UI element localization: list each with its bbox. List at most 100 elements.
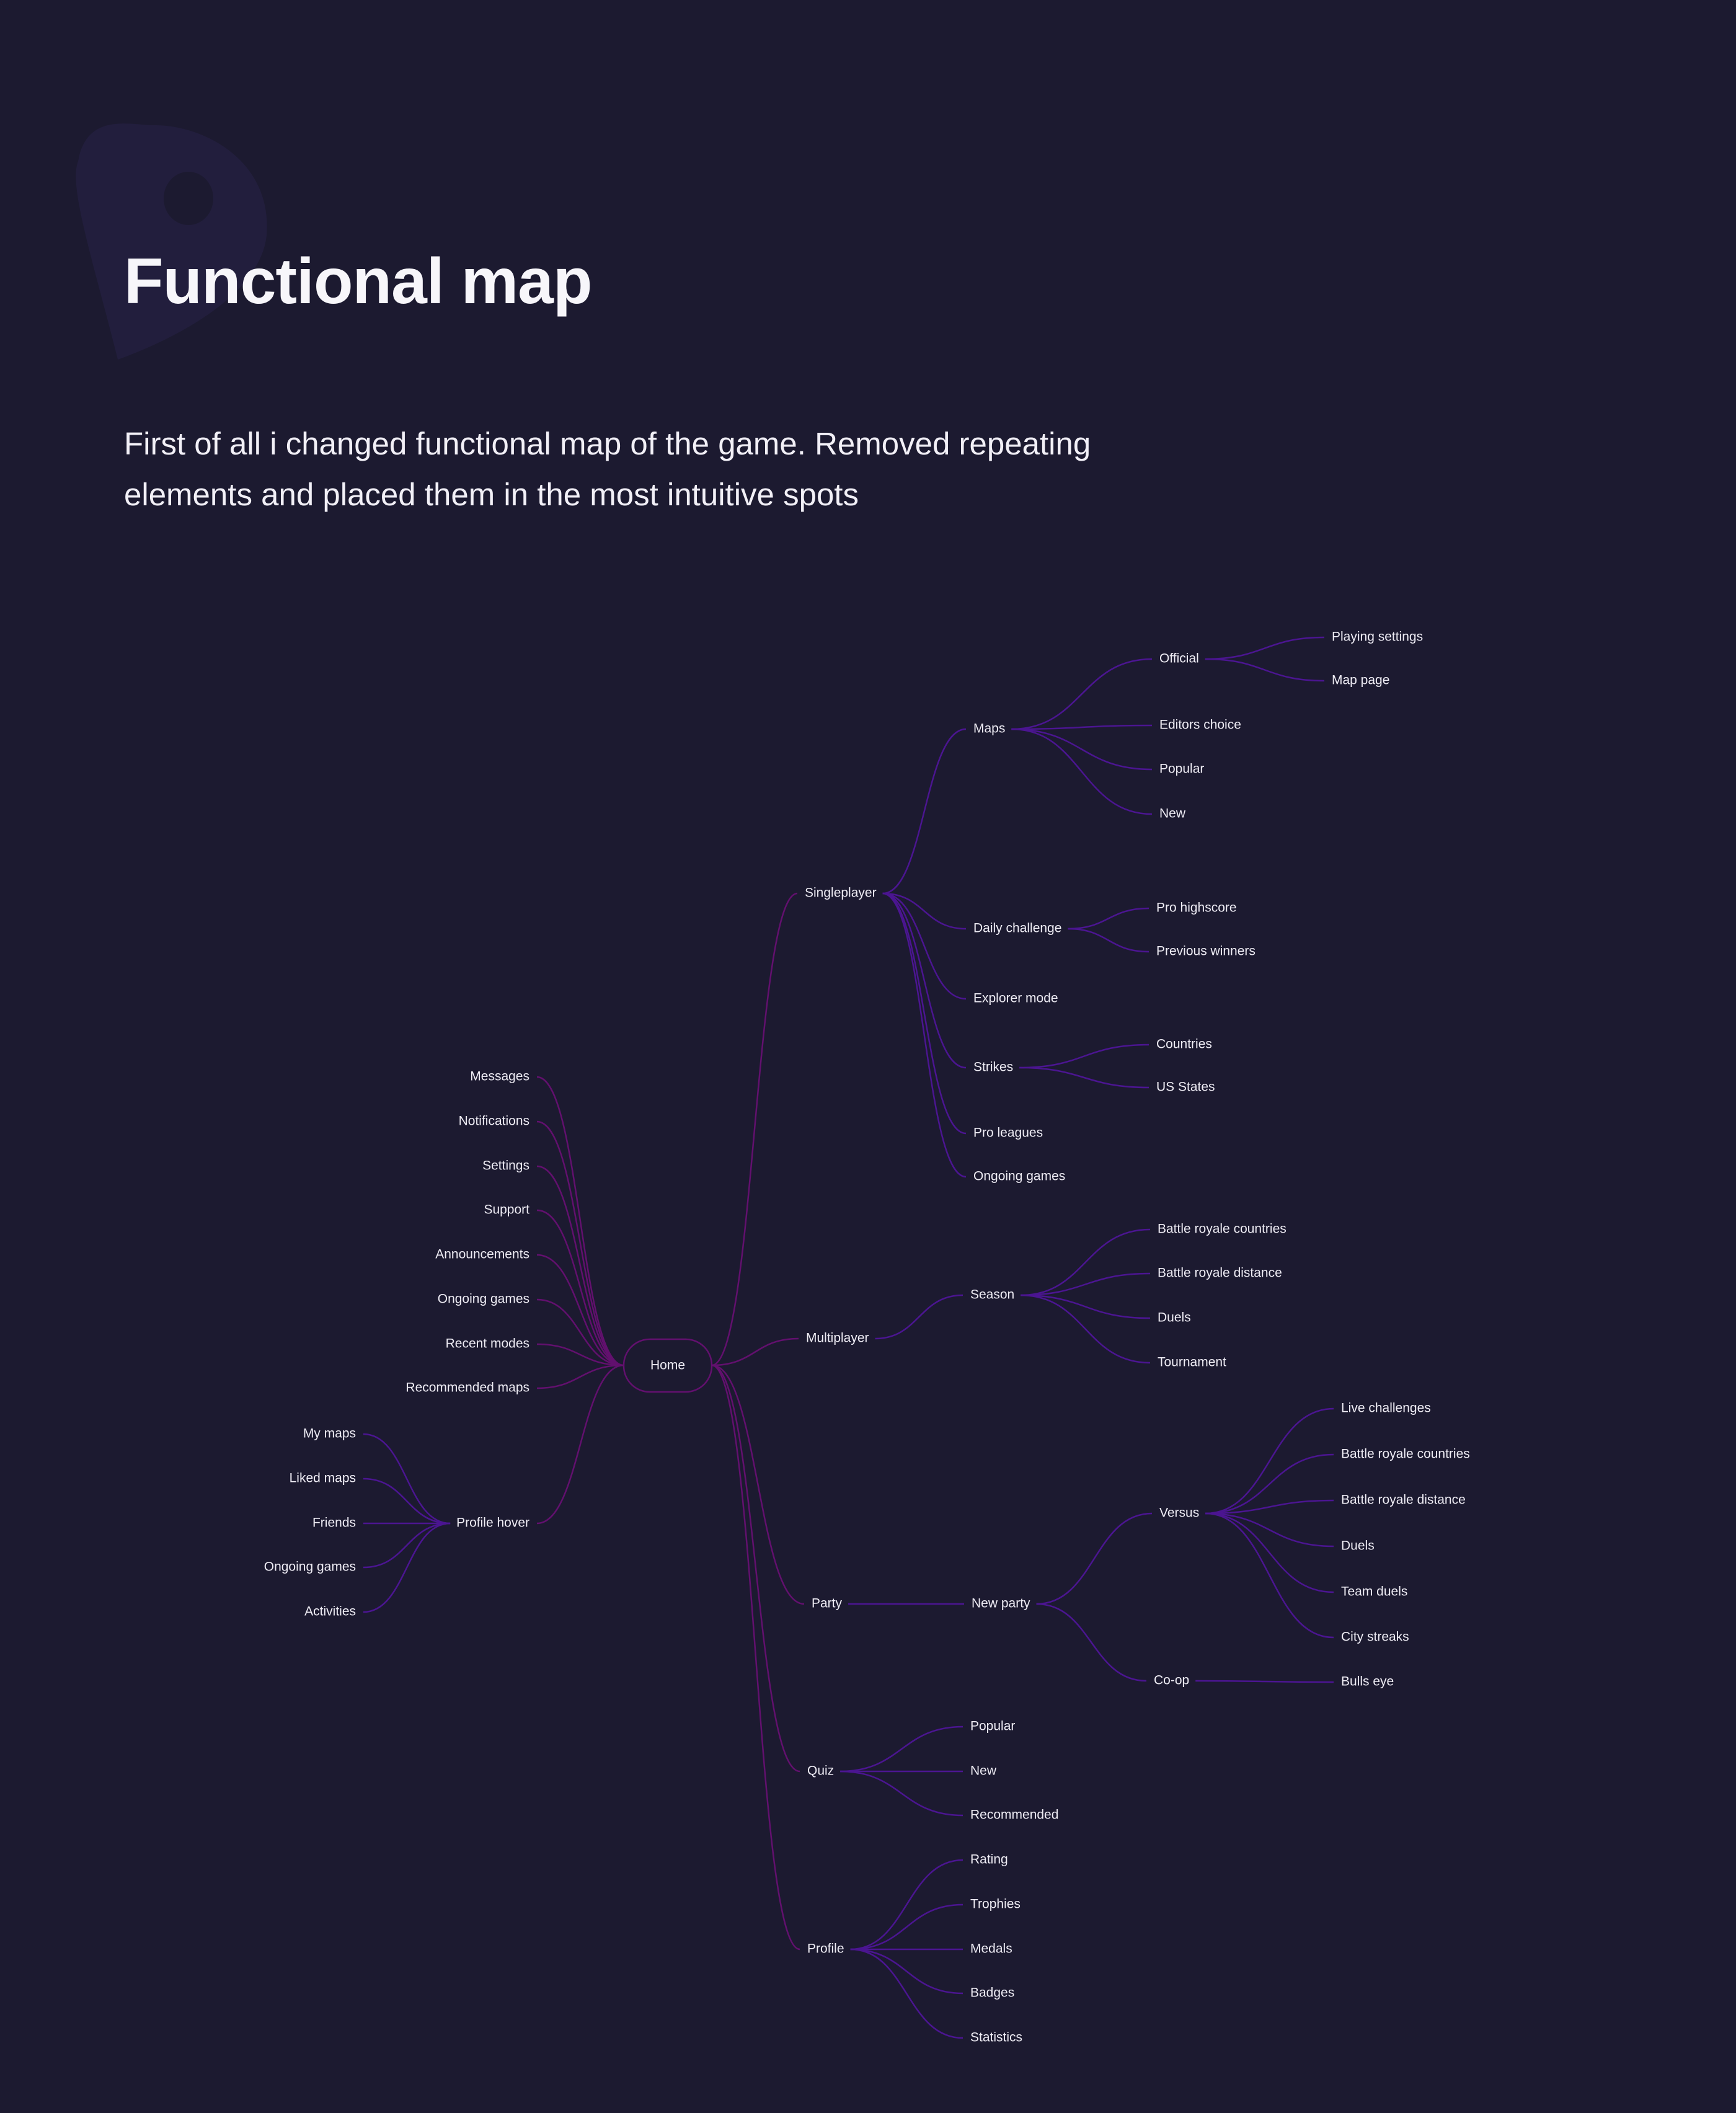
edge — [850, 1903, 963, 1951]
node-co-op[interactable]: Co-op — [1154, 1673, 1189, 1688]
edge — [1068, 907, 1149, 930]
edge — [536, 1209, 624, 1367]
node-new-party[interactable]: New party — [972, 1597, 1030, 1611]
edge — [840, 1770, 963, 1817]
map-pin-icon — [76, 123, 267, 360]
node-recommended[interactable]: Recommended — [970, 1808, 1058, 1822]
node-party[interactable]: Party — [812, 1597, 843, 1611]
node-strikes[interactable]: Strikes — [973, 1060, 1013, 1074]
edge — [711, 892, 798, 1367]
node-editors-choice[interactable]: Editors choice — [1159, 718, 1241, 732]
node-previous-winners[interactable]: Previous winners — [1156, 944, 1256, 959]
node-quiz[interactable]: Quiz — [807, 1764, 834, 1778]
node-activities[interactable]: Activities — [304, 1605, 356, 1619]
node-season[interactable]: Season — [970, 1288, 1014, 1302]
node-my-maps[interactable]: My maps — [303, 1427, 356, 1441]
node-profile-hover[interactable]: Profile hover — [456, 1516, 529, 1530]
node-home[interactable]: Home — [650, 1358, 685, 1373]
node-maps[interactable]: Maps — [973, 722, 1005, 736]
edge — [1205, 1453, 1334, 1515]
node-battle-royale-countries[interactable]: Battle royale countries — [1158, 1222, 1286, 1236]
node-liked-maps[interactable]: Liked maps — [290, 1471, 356, 1486]
node-battle-royale-countries[interactable]: Battle royale countries — [1341, 1447, 1470, 1461]
node-friends[interactable]: Friends — [312, 1516, 356, 1530]
node-explorer-mode[interactable]: Explorer mode — [973, 991, 1058, 1006]
node-recent-modes[interactable]: Recent modes — [446, 1337, 529, 1351]
edge — [875, 1294, 963, 1340]
node-duels[interactable]: Duels — [1341, 1539, 1375, 1553]
node-profile[interactable]: Profile — [807, 1942, 844, 1956]
node-new[interactable]: New — [970, 1764, 997, 1778]
edge — [882, 892, 967, 1069]
edge — [1205, 1512, 1334, 1593]
node-recommended-maps[interactable]: Recommended maps — [405, 1381, 529, 1395]
page-title: Functional map — [124, 246, 592, 317]
node-bulls-eye[interactable]: Bulls eye — [1341, 1675, 1394, 1689]
node-multiplayer[interactable]: Multiplayer — [806, 1331, 869, 1345]
node-pro-highscore[interactable]: Pro highscore — [1156, 901, 1237, 915]
edge — [536, 1254, 624, 1367]
node-popular[interactable]: Popular — [970, 1719, 1015, 1734]
node-statistics[interactable]: Statistics — [970, 2031, 1022, 2045]
edge — [711, 1364, 800, 1951]
node-medals[interactable]: Medals — [970, 1942, 1012, 1956]
edge — [1205, 1407, 1334, 1515]
labels: Home MessagesNotificationsSettingsSupport… — [264, 630, 1470, 2045]
node-daily-challenge[interactable]: Daily challenge — [973, 921, 1061, 936]
edge — [363, 1522, 451, 1569]
node-duels[interactable]: Duels — [1158, 1311, 1191, 1325]
node-badges[interactable]: Badges — [970, 1986, 1014, 2000]
node-popular[interactable]: Popular — [1159, 762, 1204, 776]
node-countries[interactable]: Countries — [1156, 1037, 1212, 1052]
node-tournament[interactable]: Tournament — [1158, 1355, 1226, 1370]
edge — [1036, 1603, 1147, 1682]
node-official[interactable]: Official — [1159, 652, 1199, 666]
node-notifications[interactable]: Notifications — [459, 1114, 529, 1128]
edge — [1068, 928, 1149, 953]
edge — [1021, 1272, 1151, 1296]
node-new[interactable]: New — [1159, 807, 1186, 821]
edge — [536, 1165, 624, 1367]
edge — [1019, 1066, 1149, 1089]
node-ongoing-games[interactable]: Ongoing games — [973, 1169, 1065, 1184]
node-versus[interactable]: Versus — [1159, 1506, 1199, 1520]
node-support[interactable]: Support — [484, 1203, 529, 1217]
edge — [1011, 724, 1153, 730]
node-map-page[interactable]: Map page — [1332, 673, 1389, 688]
edge — [536, 1343, 624, 1367]
node-battle-royale-distance[interactable]: Battle royale distance — [1158, 1266, 1282, 1280]
edge — [1019, 1043, 1149, 1069]
node-battle-royale-distance[interactable]: Battle royale distance — [1341, 1493, 1466, 1507]
edge — [363, 1433, 451, 1525]
node-rating[interactable]: Rating — [970, 1853, 1008, 1867]
node-live-challenges[interactable]: Live challenges — [1341, 1401, 1431, 1415]
edge — [1011, 728, 1153, 771]
node-messages[interactable]: Messages — [470, 1070, 529, 1084]
node-team-duels[interactable]: Team duels — [1341, 1585, 1407, 1599]
node-settings[interactable]: Settings — [482, 1159, 529, 1173]
node-city-streaks[interactable]: City streaks — [1341, 1630, 1409, 1644]
edge — [882, 892, 967, 1000]
home-node-box[interactable] — [622, 1338, 713, 1393]
node-us-states[interactable]: US States — [1156, 1080, 1215, 1094]
node-announcements[interactable]: Announcements — [435, 1247, 529, 1262]
edge — [1205, 1512, 1334, 1548]
node-ongoing-games[interactable]: Ongoing games — [438, 1292, 529, 1306]
edge — [536, 1120, 624, 1367]
edge — [536, 1364, 624, 1525]
edge — [882, 892, 967, 1178]
node-pro-leagues[interactable]: Pro leagues — [973, 1126, 1043, 1140]
node-ongoing-games[interactable]: Ongoing games — [264, 1560, 356, 1574]
edge — [850, 1859, 963, 1951]
node-trophies[interactable]: Trophies — [970, 1897, 1021, 1911]
edge — [536, 1076, 624, 1367]
node-playing-settings[interactable]: Playing settings — [1332, 630, 1423, 644]
node-singleplayer[interactable]: Singleplayer — [805, 886, 877, 900]
edge — [1011, 658, 1153, 730]
edge — [536, 1364, 624, 1389]
edge — [711, 1364, 805, 1605]
edge — [536, 1298, 624, 1367]
edge — [363, 1522, 451, 1613]
page-description: First of all i changed functional map of… — [124, 426, 1091, 512]
